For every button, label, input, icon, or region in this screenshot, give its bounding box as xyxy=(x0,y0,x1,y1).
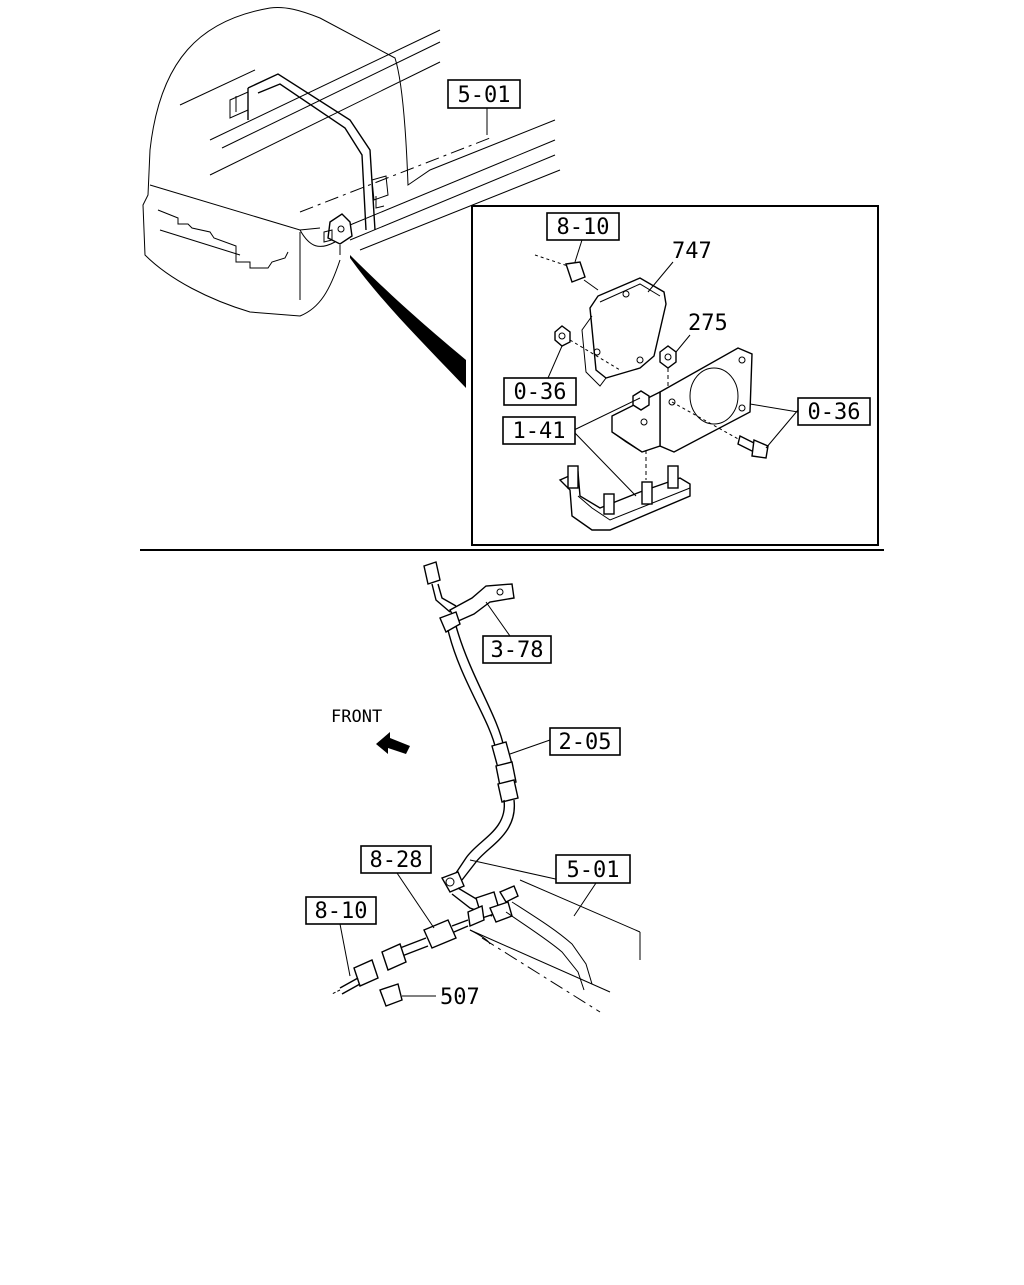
callout-unit-label: 747 xyxy=(672,239,712,264)
callout-lower-harness-label: 8-10 xyxy=(315,899,368,924)
callout-inset-harness-label: 8-10 xyxy=(557,215,610,240)
callout-clip-label: 3-78 xyxy=(491,638,544,663)
callout-bracket-label: 1-41 xyxy=(513,419,566,444)
inset-harness-plug xyxy=(534,239,599,291)
callout-sensor-label: 8-28 xyxy=(370,848,423,873)
inset-control-unit: 747 xyxy=(581,239,712,387)
callout-connector-label: 2-05 xyxy=(559,730,612,755)
sensor-bracket-location xyxy=(323,213,353,245)
callout-frame-bottom: 5-01 xyxy=(555,854,631,917)
callout-left-nut-label: 0-36 xyxy=(514,380,567,405)
chassis-frame-rails xyxy=(179,29,561,251)
front-direction-indicator: FRONT xyxy=(331,707,410,754)
callout-frame-top: 5-01 xyxy=(447,79,521,135)
callout-bolt-label: 0-36 xyxy=(808,400,861,425)
inset-lower-bracket: 1-41 xyxy=(502,397,691,531)
inset-detail: 747 275 0-36 xyxy=(471,205,879,546)
inset-nut: 275 xyxy=(659,311,728,392)
harness-routing xyxy=(331,561,593,1007)
callout-nut-label: 275 xyxy=(688,311,728,336)
frame-cross-bracket xyxy=(247,73,389,231)
front-label: FRONT xyxy=(331,707,382,727)
callout-cap: 507 xyxy=(440,985,480,1010)
callout-sensor: 8-28 xyxy=(360,845,435,929)
callout-frame-bottom-label: 5-01 xyxy=(567,858,620,883)
callout-frame-top-label: 5-01 xyxy=(458,83,511,108)
detail-pointer-wedge xyxy=(350,255,466,388)
truck-cab-outline xyxy=(142,7,556,317)
inset-bolt: 0-36 xyxy=(737,397,871,459)
callout-connector: 2-05 xyxy=(509,727,621,756)
inset-mounting-plate xyxy=(611,347,753,453)
callout-lower-harness: 8-10 xyxy=(305,896,377,977)
callout-clip: 3-78 xyxy=(482,601,552,664)
callout-inset-harness: 8-10 xyxy=(546,212,620,241)
callout-cap-label: 507 xyxy=(440,985,480,1010)
inset-left-nut: 0-36 xyxy=(503,325,621,406)
front-arrow-icon xyxy=(376,732,410,754)
